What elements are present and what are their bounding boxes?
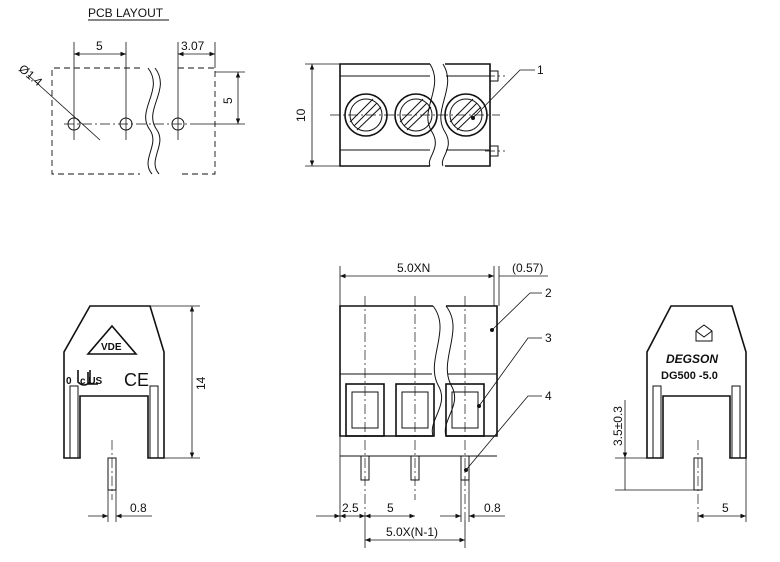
right-side-view: DEGSON DG500 -5.0 3.5±0.3 5: [611, 305, 747, 525]
degson-logo-icon: [695, 324, 713, 342]
pcb-layout-title: PCB LAYOUT: [88, 6, 164, 20]
front-body-left: [339, 305, 433, 437]
pcb-pitch-label: 5: [96, 39, 103, 53]
callout-4-label: 4: [545, 389, 552, 403]
right-pitch-label: 5: [722, 501, 729, 515]
front-total-label: 5.0XN: [397, 261, 430, 275]
pcb-height-label: 5: [221, 97, 235, 104]
pcb-hole-label: Ø1.4: [16, 62, 45, 90]
right-leg-inner-2: [731, 385, 741, 459]
front-pin-label: 0.8: [484, 501, 501, 515]
front-extra-label: (0.57): [512, 261, 543, 275]
front-span-label: 5.0X(N-1): [386, 525, 438, 539]
callout-4-leader: [465, 395, 542, 471]
top-width-label: 10: [294, 108, 308, 122]
vde-mark: VDE: [101, 342, 122, 353]
pcb-outline-left: [51, 67, 140, 175]
callout-3-leader: [478, 337, 542, 407]
left-leg-inner-2: [149, 385, 159, 459]
pcb-break-line-2: [152, 67, 161, 175]
pcb-hole-leader: [27, 74, 101, 141]
left-side-view: VDE 0 c US CE 14 0.8: [63, 305, 208, 522]
right-pinh-label: 3.5±0.3: [611, 406, 625, 446]
left-body-outline: [63, 305, 165, 459]
top-break-1: [427, 63, 436, 167]
top-break-2: [440, 63, 449, 167]
callout-2-leader: [491, 292, 542, 331]
callout-2-label: 2: [545, 286, 552, 300]
pcb-break-line-1: [145, 67, 154, 175]
pcb-outline-right: [178, 67, 216, 175]
pcb-offset-label: 3.07: [181, 39, 205, 53]
callout-1-label: 1: [537, 63, 544, 77]
ul-prefix: 0: [66, 376, 72, 387]
callout-3-label: 3: [545, 331, 552, 345]
model-mark: DG500 -5.0: [661, 370, 718, 382]
left-pin-label: 0.8: [130, 501, 147, 515]
vde-triangle-icon: [86, 324, 138, 355]
brand-mark: DEGSON: [666, 352, 718, 366]
callout-1-leader: [472, 69, 535, 119]
top-view: 10 1: [294, 63, 544, 167]
front-break-2: [444, 305, 456, 437]
screw-2: [394, 93, 438, 137]
top-body-right: [445, 63, 491, 167]
front-pitch-label: 5: [387, 501, 394, 515]
right-leg-inner-1: [652, 385, 662, 459]
left-leg-inner-1: [69, 385, 79, 459]
front-body-right: [446, 305, 498, 437]
pcb-layout-view: PCB LAYOUT 5 3.07 Ø1.4 5: [16, 6, 245, 175]
ul-mark: c US: [80, 376, 103, 387]
ce-mark: CE: [124, 370, 149, 390]
left-height-label: 14: [194, 376, 208, 390]
ul-logo-icon: [77, 370, 98, 386]
right-body-outline: [646, 305, 747, 459]
front-view: 5.0XN (0.57) 2 3 4 2.5 5 0.8 5.0X(N-1): [316, 261, 552, 548]
front-edge-label: 2.5: [342, 501, 359, 515]
